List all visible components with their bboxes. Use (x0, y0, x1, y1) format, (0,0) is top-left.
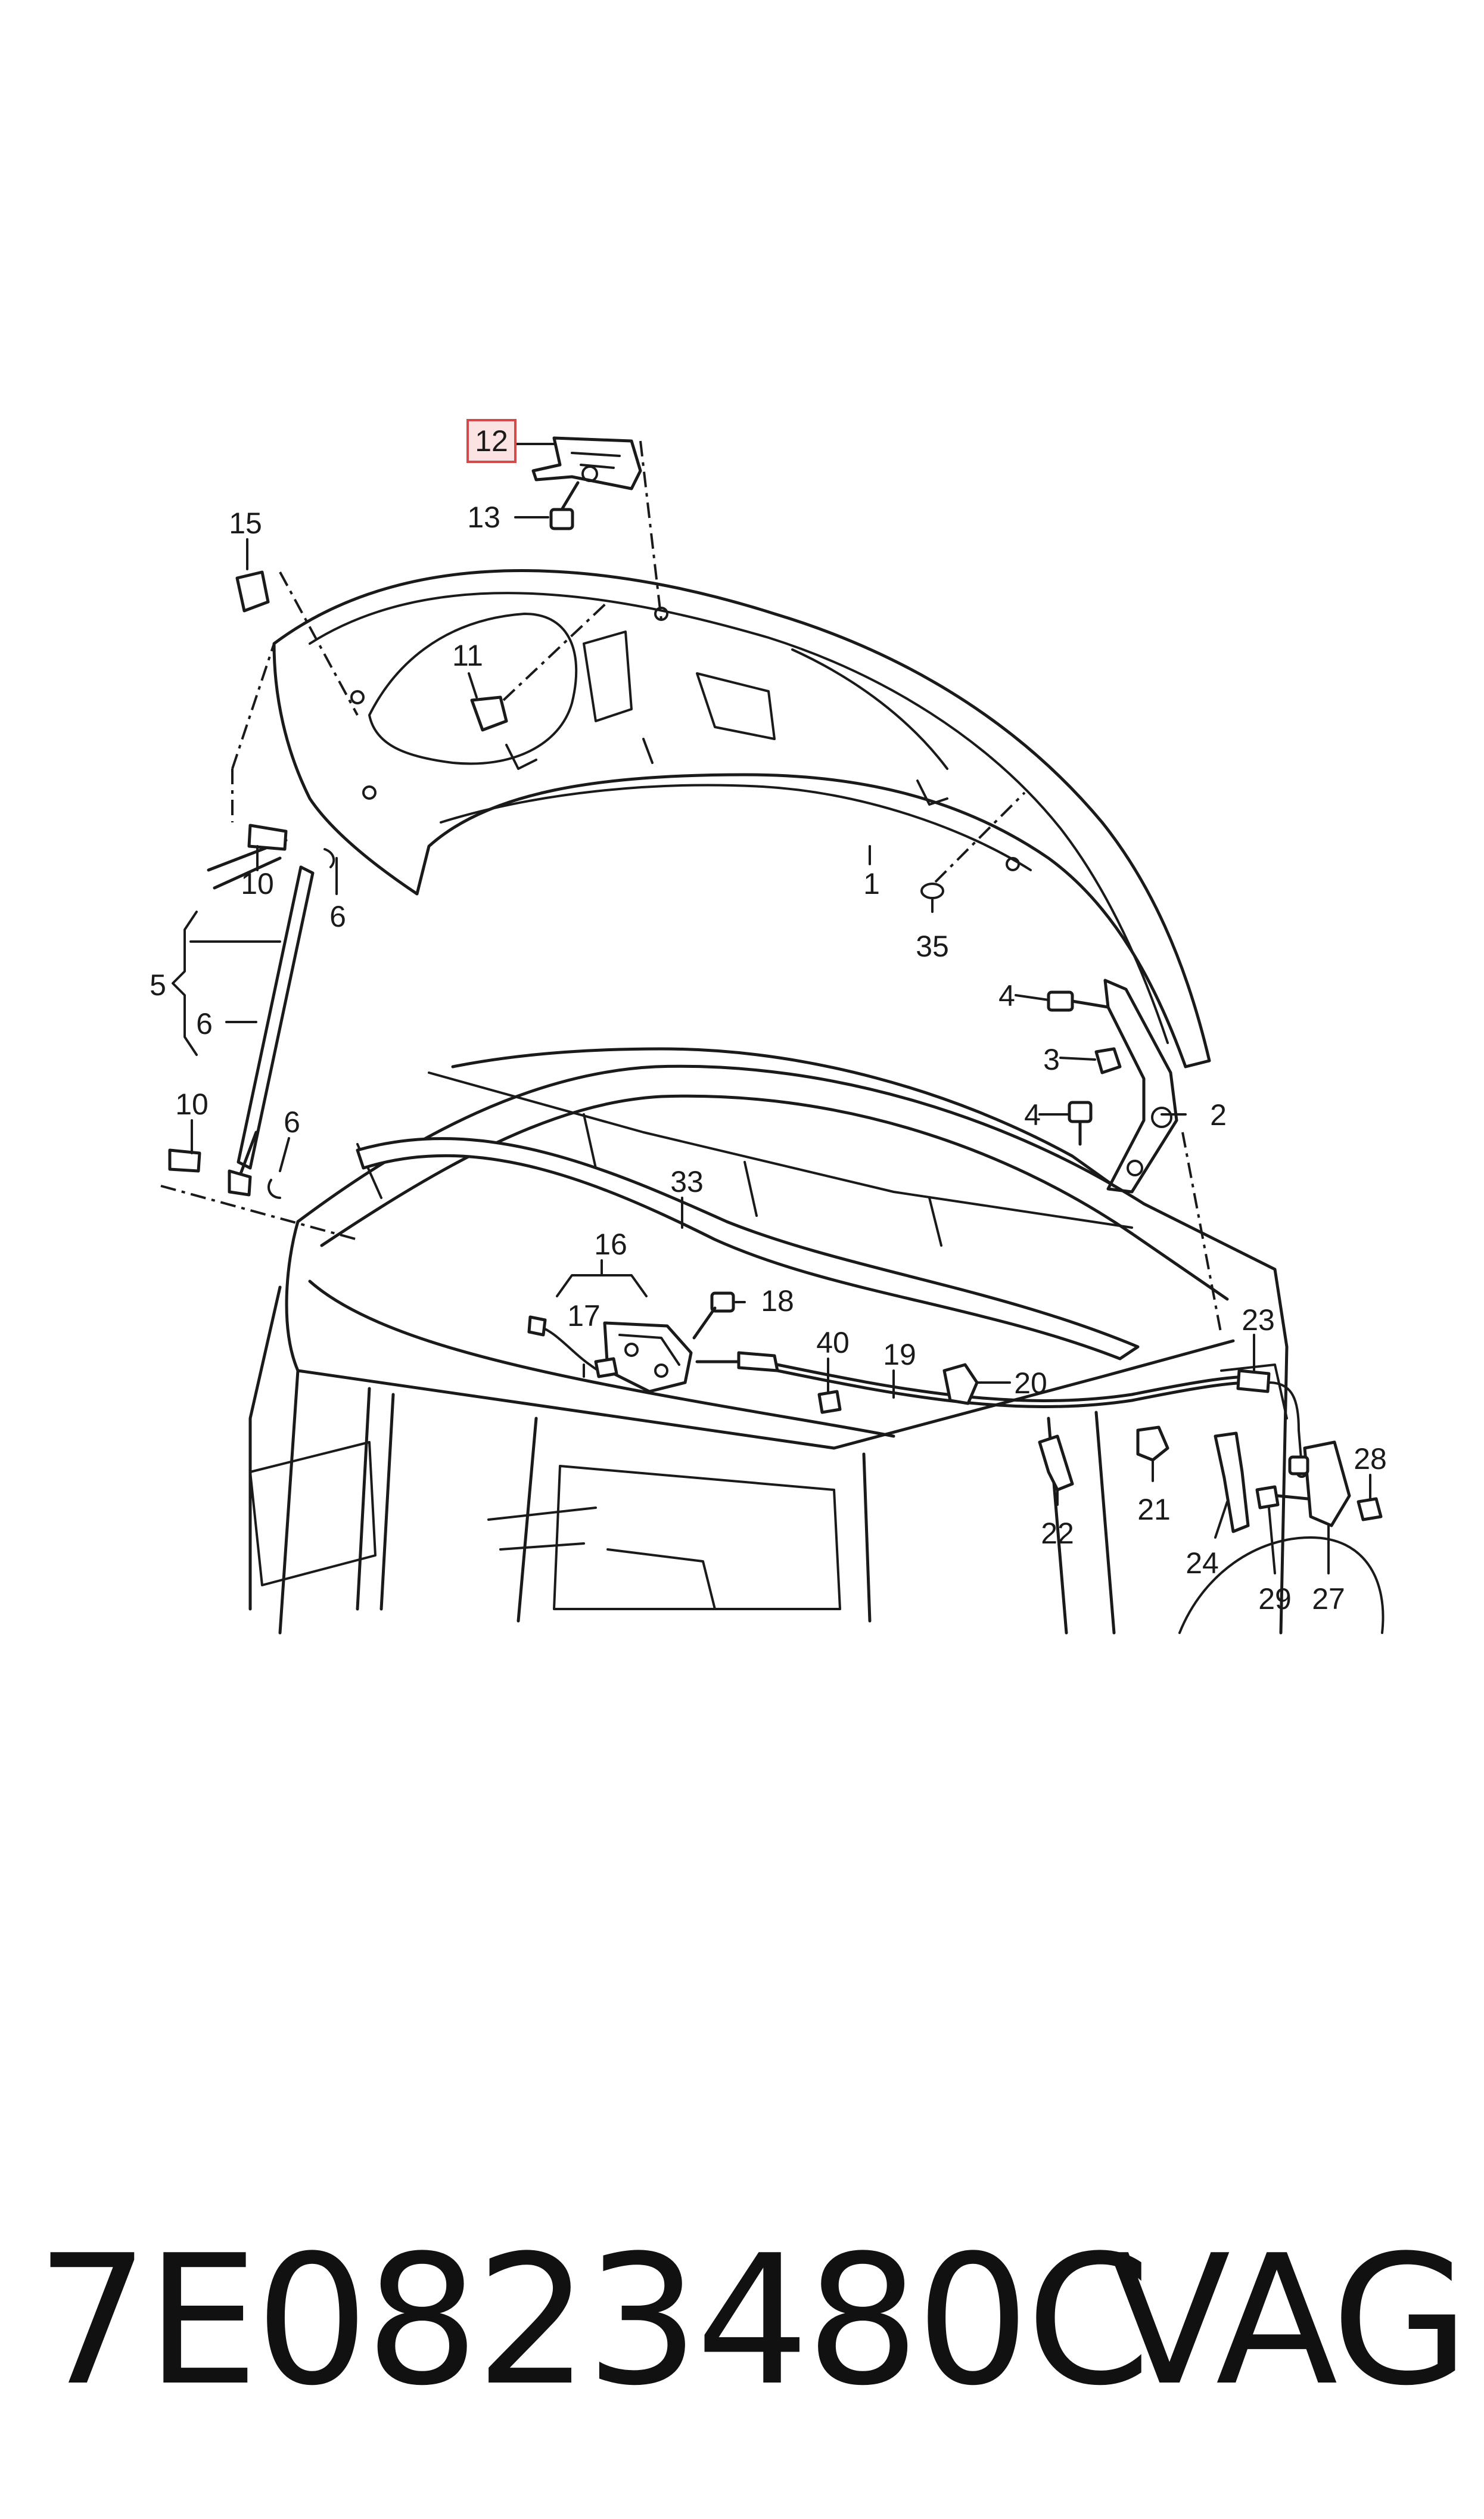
seal-33 (356, 1137, 1140, 1361)
callout-29: 29 (1258, 1582, 1292, 1616)
leader-lines (172, 443, 1371, 1574)
vehicle-body (248, 1047, 1385, 1635)
callout-11: 11 (452, 639, 483, 672)
bolt-4a (1047, 990, 1074, 1012)
rubber-buffer-15 (235, 570, 270, 613)
hood-lock-16 (527, 1315, 693, 1393)
callout-23: 23 (1242, 1303, 1275, 1337)
lever-24 (1214, 1431, 1250, 1533)
plug-35 (920, 883, 944, 899)
hinge-2 (1103, 979, 1178, 1194)
screw-29 (1255, 1485, 1280, 1509)
callout-21: 21 (1137, 1493, 1171, 1526)
bonnet (272, 569, 1211, 1069)
highlight-box-12 (466, 419, 517, 463)
manufacturer-label: VAG (1108, 2217, 1470, 2425)
screw-18 (692, 1291, 735, 1340)
callout-6c: 6 (284, 1105, 300, 1139)
callout-35: 35 (916, 930, 949, 963)
callout-6b: 6 (196, 1007, 213, 1040)
callout-33: 33 (670, 1165, 704, 1198)
clip-40 (817, 1390, 842, 1414)
callout-22: 22 (1041, 1517, 1074, 1550)
clip-28 (1357, 1497, 1383, 1521)
gas-strut (168, 824, 335, 1199)
callout-17: 17 (567, 1299, 601, 1333)
clip-20 (942, 1363, 979, 1405)
callout-10b: 10 (175, 1088, 209, 1121)
hood-lock-bracket[interactable] (531, 436, 642, 490)
buffer-11 (470, 695, 508, 732)
callout-24: 24 (1186, 1546, 1219, 1580)
nut-3 (1094, 1047, 1122, 1074)
callout-16: 16 (594, 1228, 627, 1261)
callout-labels: 12 13 15 11 10 6 5 6 10 6 1 35 4 3 4 2 3… (150, 419, 1387, 1616)
bolt-4b (1068, 1101, 1093, 1123)
callout-1: 1 (863, 867, 880, 900)
part-number: 7E0823480C (36, 2217, 1151, 2425)
callout-3: 3 (1043, 1043, 1060, 1076)
clip-21 (1136, 1425, 1169, 1462)
callout-28: 28 (1354, 1442, 1387, 1476)
release-cable-19 (695, 1351, 1308, 1478)
callout-40: 40 (816, 1326, 850, 1359)
callout-4a: 4 (998, 979, 1015, 1012)
callout-2: 2 (1210, 1098, 1227, 1132)
callout-27: 27 (1312, 1582, 1345, 1616)
callout-4b: 4 (1024, 1098, 1041, 1132)
callout-15: 15 (229, 507, 262, 540)
bracket-27 (1303, 1440, 1351, 1527)
callout-20: 20 (1014, 1366, 1047, 1400)
bolt-13 (549, 481, 580, 530)
bracket-22 (1038, 1434, 1074, 1492)
callout-18: 18 (761, 1284, 794, 1318)
callout-12[interactable]: 12 (475, 424, 508, 458)
callout-5: 5 (150, 968, 166, 1002)
callout-19: 19 (883, 1338, 916, 1371)
callout-13: 13 (467, 501, 500, 534)
callout-10a: 10 (241, 867, 274, 900)
callout-6a: 6 (329, 900, 346, 933)
